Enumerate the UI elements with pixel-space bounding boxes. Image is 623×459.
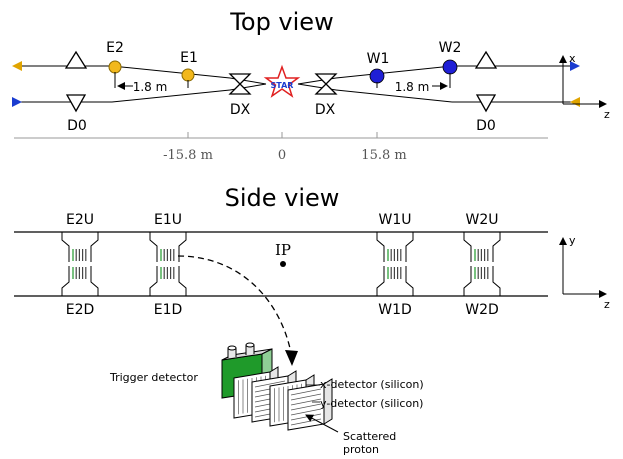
scattered-label: Scattered <box>343 430 396 443</box>
star-icon <box>263 64 301 98</box>
scattered-proton-arrow <box>305 414 339 433</box>
axis-tick-minus: -15.8 m <box>163 148 213 163</box>
label-w2d: W2D <box>465 302 499 318</box>
label-d0-right: D0 <box>476 118 496 134</box>
label-dx-right: DX <box>315 102 336 118</box>
roman-pot-e1-lower <box>149 266 187 296</box>
label-e1d: E1D <box>154 302 183 318</box>
label-e2: E2 <box>106 40 124 56</box>
side-axis-y-label: y <box>569 234 576 247</box>
zoom-callout-arrowhead <box>285 350 298 366</box>
label-e1u: E1U <box>154 212 182 228</box>
distance-marker-right <box>376 73 451 90</box>
side-axis-z-label: z <box>604 298 610 311</box>
silicon-strip-4 <box>290 398 322 406</box>
roman-pot-e1-upper <box>149 232 187 262</box>
axis-tick-zero: 0 <box>278 148 286 163</box>
top-view: Top view STAR <box>12 8 610 163</box>
roman-pot-e1 <box>181 68 195 82</box>
roman-pot-w2-upper <box>463 232 501 262</box>
dx-magnet-left <box>228 73 252 95</box>
roman-pot-w1-upper <box>376 232 414 262</box>
trigger-detector-label: Trigger detector <box>109 371 198 384</box>
ip-label: IP <box>275 241 291 259</box>
top-distance-axis <box>14 132 548 139</box>
beam-arrow-yellow-right <box>570 97 580 107</box>
roman-pot-w2 <box>442 59 458 75</box>
top-axis-z-label: z <box>604 108 610 121</box>
silicon-planes <box>233 366 333 431</box>
silicon-plane-edge-4 <box>323 378 333 425</box>
d0-magnet-left-upper <box>64 50 88 69</box>
dx-magnet-right <box>314 73 338 95</box>
silicon-strip-4 <box>290 408 322 416</box>
beam-arrow-blue-left <box>12 97 22 107</box>
roman-pot-w1 <box>369 68 385 84</box>
interaction-point <box>280 261 286 267</box>
roman-pot-w1-lower <box>376 266 414 296</box>
proton-label: proton <box>343 443 379 456</box>
beam-arrow-yellow-left <box>12 61 22 71</box>
d0-magnet-right-lower <box>475 94 497 113</box>
side-roman-pots <box>61 232 501 296</box>
label-e1: E1 <box>180 50 198 66</box>
distance-label-left: 1.8 m <box>133 80 168 94</box>
top-coordinate-axes <box>559 55 607 108</box>
roman-pot-w2-lower <box>463 266 501 296</box>
silicon-strip-4 <box>290 403 322 411</box>
distance-marker-left <box>114 72 189 90</box>
label-w1: W1 <box>367 51 390 67</box>
label-w1u: W1U <box>379 212 412 228</box>
label-e2d: E2D <box>66 302 95 318</box>
roman-pot-e2-upper <box>61 232 99 262</box>
label-d0-left: D0 <box>67 118 87 134</box>
side-coordinate-axes <box>559 237 607 298</box>
side-view-title: Side view <box>225 184 340 212</box>
star-label: STAR <box>271 81 294 90</box>
roman-pot-e2-lower <box>61 266 99 296</box>
roman-pot-e2 <box>108 60 122 74</box>
silicon-strip-4 <box>290 388 322 396</box>
label-e2u: E2U <box>66 212 94 228</box>
x-detector-label: x-detector (silicon) <box>320 378 424 391</box>
top-axis-x-label: x <box>569 52 576 65</box>
y-detector-label: y-detector (silicon) <box>320 397 423 410</box>
side-view: Side view E2U E1U W1U W2U E2D E1D W1D W2… <box>14 184 610 366</box>
label-w2: W2 <box>439 40 462 56</box>
label-dx-left: DX <box>230 102 251 118</box>
beam-arrow-blue-right <box>570 61 580 71</box>
silicon-strip-2 <box>254 380 286 388</box>
silicon-strip-4 <box>290 393 322 401</box>
label-w2u: W2U <box>466 212 499 228</box>
label-w1d: W1D <box>378 302 412 318</box>
d0-magnet-right-upper <box>474 50 498 69</box>
distance-label-right: 1.8 m <box>395 80 430 94</box>
d0-magnet-left-lower <box>65 94 87 113</box>
top-view-title: Top view <box>229 8 333 36</box>
axis-tick-plus: 15.8 m <box>361 148 406 163</box>
detector-package: Trigger detector x-detector (silicon) y-… <box>109 342 424 456</box>
zoom-callout-arrow <box>177 255 293 359</box>
